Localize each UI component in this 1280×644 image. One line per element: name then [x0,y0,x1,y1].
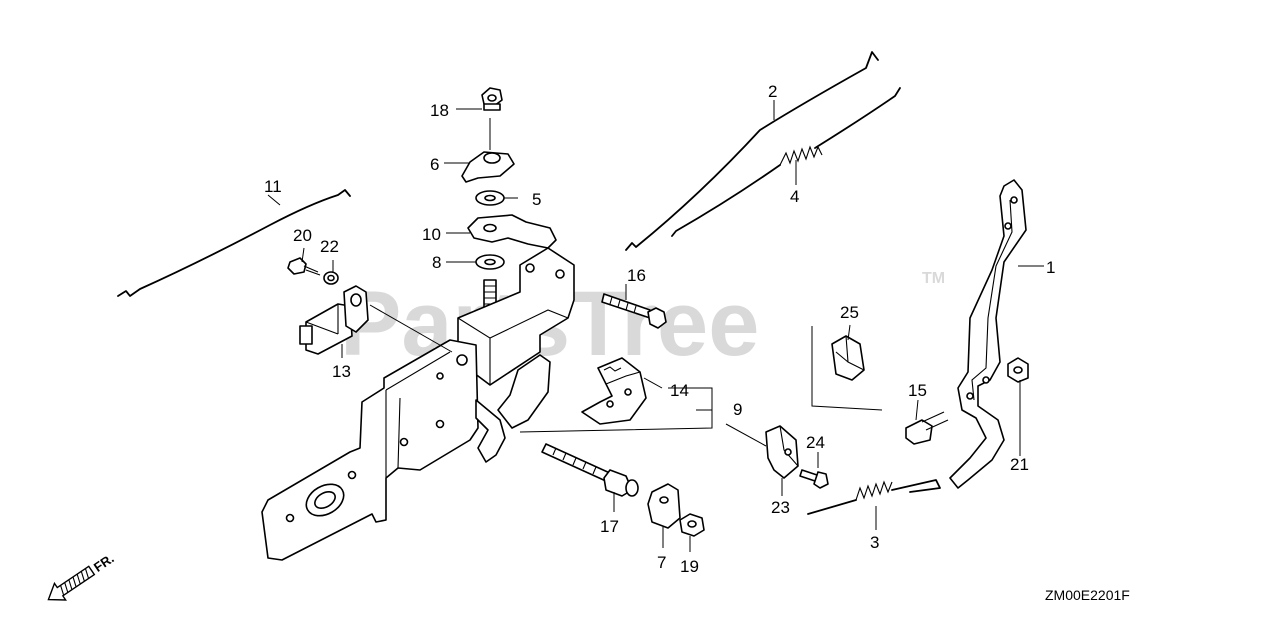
bolt-17 [541,443,639,497]
callout-5: 5 [532,190,541,209]
nut-19 [679,513,705,537]
callout-24: 24 [806,433,825,452]
clamp-14 [581,357,647,425]
switch-13 [299,285,369,355]
callout-20: 20 [293,226,312,245]
bolt-16 [601,293,667,329]
callout-18: 18 [430,101,449,120]
callout-25: 25 [840,303,859,322]
callout-7: 7 [657,553,666,572]
callout-1: 1 [1046,258,1055,277]
callout-14: 14 [670,381,689,400]
nut-18 [481,87,503,111]
throttle-lever-1 [949,179,1027,489]
block-25 [831,335,865,381]
washer-8 [475,254,505,270]
callout-13: 13 [332,362,351,381]
diagram-code: ZM00E2201F [1045,587,1130,603]
spring-3 [807,479,941,515]
spring-rod-4 [671,87,901,237]
callout-10: 10 [422,225,441,244]
governor-bracket [457,247,575,429]
callout-22: 22 [320,237,339,256]
watermark-trademark: TM [922,270,945,287]
callout-16: 16 [627,266,646,285]
callout-3: 3 [870,533,879,552]
callout-2: 2 [768,82,777,101]
clip-23 [765,425,799,479]
lever-arm-10 [467,214,557,249]
control-base-plate [261,339,506,561]
control-rod-11 [117,189,351,297]
front-label: FR. [91,551,117,575]
callout-8: 8 [432,253,441,272]
callout-19: 19 [680,557,699,576]
callout-6: 6 [430,155,439,174]
throttle-rod-2 [625,51,879,251]
spring-4 [779,145,823,166]
screw-24 [799,469,829,489]
block-25-bracket-line [811,326,883,411]
callout-17: 17 [600,517,619,536]
clip-15 [905,411,949,445]
callout-23: 23 [771,498,790,517]
plate-7 [647,483,681,529]
washer-22 [323,271,339,285]
front-direction-indicator: FR. [47,551,117,601]
callout-9: 9 [733,400,742,419]
leader-lines [267,100,1044,552]
callout-15: 15 [908,381,927,400]
nut-21 [1007,357,1029,383]
callout-11: 11 [264,177,282,196]
lever-plate-6 [461,151,515,183]
screw-20 [287,257,321,276]
callout-21: 21 [1010,455,1029,474]
callout-4: 4 [790,187,799,206]
washer-5 [475,190,505,206]
